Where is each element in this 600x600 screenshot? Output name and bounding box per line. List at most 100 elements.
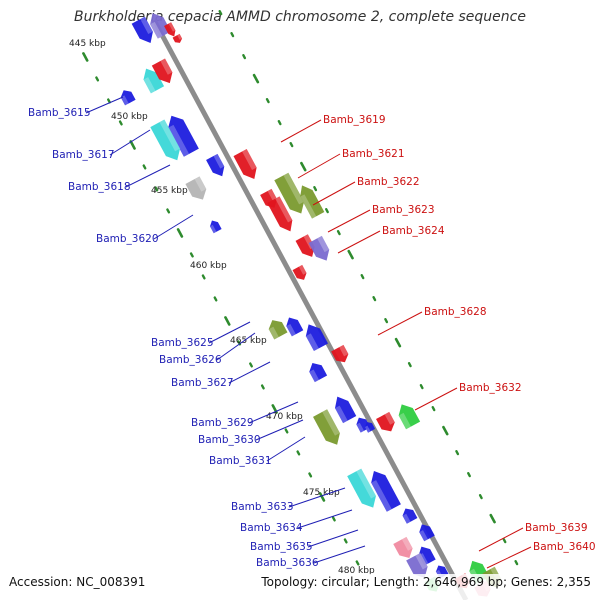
gene-label[interactable]: Bamb_3634 [240,522,303,534]
gene-arrow-highlight [267,188,278,202]
tick-mark-outer-right [224,316,231,326]
gene-arrow-body [309,362,328,383]
gene-arrow-highlight [300,194,317,219]
gene-arrow [131,16,153,44]
gene-arrow [331,344,349,363]
gene-arrow-body [274,172,305,214]
gene-label[interactable]: Bamb_3628 [424,306,487,318]
gene-arrow [150,119,181,161]
tick-mark-outer-right [142,164,147,170]
gene-arrow-highlight [317,235,330,253]
gene-arrow-body [300,185,325,219]
gene-arrow-highlight [268,326,279,340]
leader-line [327,209,371,233]
gene-label[interactable]: Bamb_3639 [525,522,588,534]
gene-label[interactable]: Bamb_3618 [68,181,131,193]
gene-label[interactable]: Bamb_3617 [52,149,115,161]
gene-arrow-body [268,320,288,340]
leader-line [377,311,423,336]
tick-mark-inner-left [325,208,329,214]
gene-label[interactable]: Bamb_3636 [256,557,319,569]
leader-line [248,401,299,424]
gene-arrow-highlight [419,530,428,542]
gene-label[interactable]: Bamb_3633 [231,501,294,513]
gene-arrow-body [286,317,304,337]
gene-arrow-highlight [339,344,349,357]
gene-arrow-body [185,176,207,200]
gene-arrow-highlight [298,264,307,275]
gene-label[interactable]: Bamb_3619 [323,114,386,126]
gene-label[interactable]: Bamb_3635 [250,541,313,553]
leader-line [208,321,251,344]
gene-label[interactable]: Bamb_3627 [171,377,234,389]
leader-line [414,387,458,411]
gene-arrow [209,220,222,234]
leader-line [125,164,171,188]
leader-line [153,214,194,240]
gene-arrow [151,58,173,84]
tick-mark-inner-left [252,73,260,84]
gene-arrow-highlight [159,119,181,152]
leader-line [85,96,124,114]
gene-arrow-body [168,115,199,157]
tick-mark-outer-right [260,384,265,390]
leader-line [337,230,381,254]
gene-arrow [185,176,207,200]
gene-arrow [164,22,176,37]
tick-track-layer [82,10,519,566]
tick-mark-outer-right [308,472,313,478]
gene-arrow-body [292,264,307,280]
gene-arrow-highlight [415,552,428,570]
tick-mark-outer-right [95,76,100,82]
gene-arrow-body [393,536,413,559]
gene-arrow [168,115,199,157]
gene-label[interactable]: Bamb_3640 [533,541,596,553]
gene-arrow-highlight [177,33,183,40]
scale-label: 460 kbp [190,261,227,271]
gene-arrow-highlight [168,22,176,32]
tick-mark-outer-right [189,252,194,258]
gene-label[interactable]: Bamb_3629 [191,417,254,429]
tick-mark-outer-right [213,296,218,302]
gene-label[interactable]: Bamb_3631 [209,455,272,467]
accession-text: Accession: NC_008391 [9,575,146,589]
gene-label[interactable]: Bamb_3620 [96,233,159,245]
gene-arrow-body [364,421,376,433]
gene-arrow-body [151,58,173,84]
footer-bar [0,574,600,600]
leader-line [486,546,532,569]
tick-mark-outer-right [355,560,360,566]
tick-mark-outer-right [107,98,111,104]
gene-label[interactable]: Bamb_3632 [459,382,522,394]
gene-arrow [268,320,288,340]
gene-arrow-body [164,22,176,37]
gene-label[interactable]: Bamb_3626 [159,354,222,366]
gene-arrow-body [347,468,376,508]
gene-label[interactable]: Bamb_3615 [28,107,91,119]
gene-arrow-body [150,119,181,161]
gene-label[interactable]: Bamb_3630 [198,434,261,446]
gene-label[interactable]: Bamb_3625 [151,337,214,349]
tick-mark-outer-right [284,428,289,434]
gene-arrow-highlight [356,468,376,499]
gene-arrow [393,536,413,559]
gene-label[interactable]: Bamb_3624 [382,225,445,237]
gene-arrow-highlight [140,16,153,35]
leader-line [228,361,271,384]
gene-label[interactable]: Bamb_3623 [372,204,435,216]
leader-line [280,119,322,143]
tick-mark-inner-left [372,296,377,302]
gene-label[interactable]: Bamb_3622 [357,176,420,188]
gene-label[interactable]: Bamb_3621 [342,148,405,160]
gene-arrow-highlight [305,333,319,352]
gene-arrow-highlight [371,480,392,512]
tick-mark-inner-left [242,54,247,60]
gene-arrow-highlight [120,95,129,106]
scale-label: 455 kbp [151,186,188,196]
gene-arrow [292,264,307,280]
tick-mark-inner-left [313,186,318,192]
gene-arrow [398,404,421,430]
gene-arrow [143,68,165,94]
tick-mark-inner-left [407,362,412,368]
